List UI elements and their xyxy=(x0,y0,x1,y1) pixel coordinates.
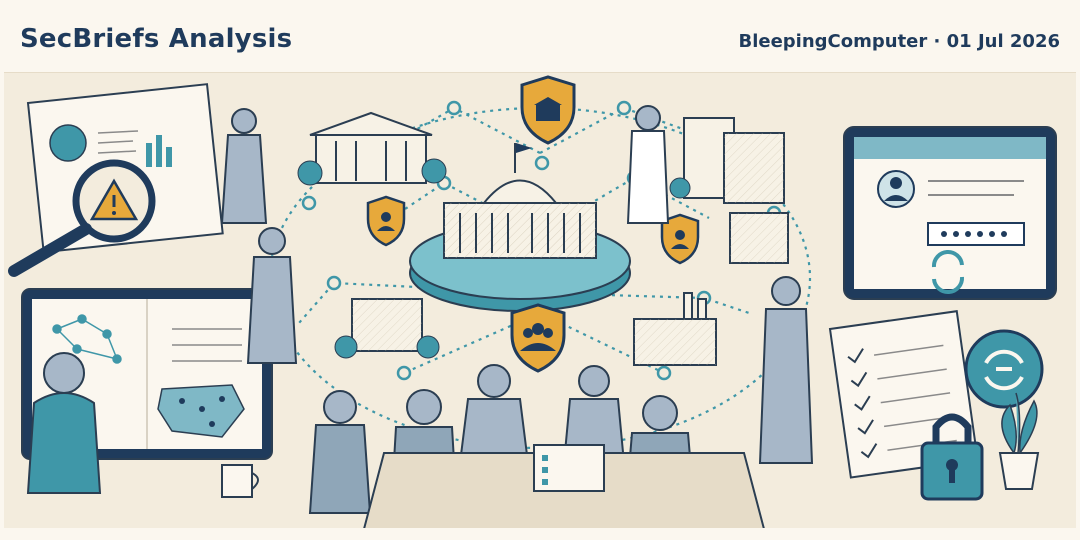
person-with-tablet-right xyxy=(626,105,670,224)
user-shield-icon xyxy=(366,195,406,247)
network-government-security-scene xyxy=(8,75,1057,528)
factory-building xyxy=(633,292,717,366)
source-and-date: BleepingComputer · 01 Jul 2026 xyxy=(738,31,1060,52)
bank-shield-icon xyxy=(520,75,576,145)
login-window xyxy=(843,126,1057,300)
meeting-participant xyxy=(458,364,530,464)
hospital-building xyxy=(334,298,440,359)
person-with-phone-right xyxy=(758,276,814,464)
potted-plant xyxy=(998,392,1040,490)
refresh-icon xyxy=(931,249,965,295)
site-brand-title[interactable]: SecBriefs Analysis xyxy=(20,24,293,54)
group-shield-icon xyxy=(510,303,566,373)
courthouse-building xyxy=(297,111,447,186)
meeting-participant xyxy=(308,390,372,514)
person-with-phone xyxy=(246,227,298,364)
password-field-illustration xyxy=(927,222,1025,246)
coffee-mug xyxy=(221,464,259,498)
meeting-table xyxy=(363,444,765,528)
page-header: SecBriefs Analysis BleepingComputer · 01… xyxy=(0,0,1080,72)
hero-illustration xyxy=(4,72,1076,528)
padlock-icon xyxy=(920,413,984,501)
user-shield-icon xyxy=(660,213,700,265)
office-tower-building xyxy=(669,117,785,204)
sync-link-icon xyxy=(964,329,1044,409)
magnifier-warning-icon xyxy=(8,159,156,277)
small-office-building xyxy=(729,212,789,264)
person-with-tablet xyxy=(220,108,268,224)
analyst-at-monitor xyxy=(26,352,102,494)
